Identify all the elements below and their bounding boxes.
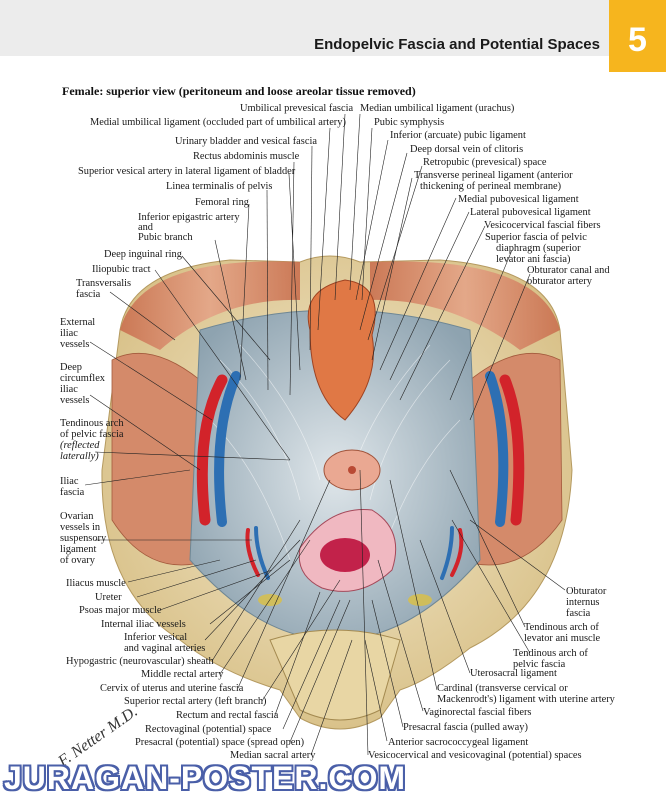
label-tendinous-arch-pelvic-3: (reflected <box>60 440 100 451</box>
label-tendinous-arch-pelvic-right-1: Tendinous arch of <box>513 648 588 659</box>
label-hypogastric-sheath: Hypogastric (neurovascular) sheath <box>66 656 214 667</box>
label-ovarian-vessels-4: ligament <box>60 544 97 555</box>
label-ovarian-vessels-5: of ovary <box>60 555 95 566</box>
label-ureter: Ureter <box>95 592 122 603</box>
label-medial-pubovesical-ligament: Medial pubovesical ligament <box>458 194 579 205</box>
left-external-iliac-vein <box>214 371 241 527</box>
label-psoas-major: Psoas major muscle <box>79 605 162 616</box>
label-inferior-epigastric-2: and <box>138 222 154 233</box>
label-obturator-internus-2: internus <box>566 597 600 608</box>
label-median-sacral-artery: Median sacral artery <box>230 750 316 761</box>
leader-lines <box>84 113 566 756</box>
right-external-iliac-artery <box>499 374 525 526</box>
label-rectovaginal-space: Rectovaginal (potential) space <box>145 724 272 735</box>
header-bar <box>0 0 609 56</box>
label-tendinous-arch-pelvic-1: Tendinous arch <box>60 418 124 429</box>
label-external-iliac-1: External <box>60 317 96 328</box>
label-presacral-space: Presacral (potential) space (spread open… <box>135 737 305 748</box>
label-transversalis-fascia-1: Transversalis <box>76 278 132 289</box>
label-tendinous-arch-levator-1: Tendinous arch of <box>524 622 599 633</box>
label-obturator-internus-3: fascia <box>566 608 591 619</box>
label-vesicocervical-fibers: Vesicocervical fascial fibers <box>484 220 601 231</box>
label-transverse-perineal-ligament-1: Transverse perineal ligament (anterior <box>414 170 573 181</box>
label-lateral-pubovesical-ligament: Lateral pubovesical ligament <box>470 207 591 218</box>
label-pubic-symphysis: Pubic symphysis <box>374 117 445 128</box>
label-obturator-canal-1: Obturator canal and <box>527 265 610 276</box>
label-superior-vesical-artery: Superior vesical artery in lateral ligam… <box>78 166 296 177</box>
label-iliacus-muscle: Iliacus muscle <box>66 578 126 589</box>
label-superior-fascia-2: diaphragm (superior <box>496 243 581 254</box>
label-deep-dorsal-vein: Deep dorsal vein of clitoris <box>410 144 524 155</box>
label-tendinous-arch-levator-2: levator ani muscle <box>524 633 601 644</box>
label-superior-rectal-artery: Superior rectal artery (left branch) <box>124 696 267 707</box>
label-cardinal-ligament-2: Mackenrodt's) ligament with uterine arte… <box>437 694 615 705</box>
label-inferior-epigastric-3: Pubic branch <box>138 232 193 243</box>
label-cervix-uterus: Cervix of uterus and uterine fascia <box>100 683 244 694</box>
label-medial-umbilical-ligament: Medial umbilical ligament (occluded part… <box>90 117 346 128</box>
label-iliac-fascia-2: fascia <box>60 487 85 498</box>
label-anterior-sacrococcygeal: Anterior sacrococcygeal ligament <box>388 737 529 748</box>
label-ovarian-vessels-3: suspensory <box>60 533 107 544</box>
label-ovarian-vessels-2: vessels in <box>60 522 101 533</box>
label-iliac-fascia-1: Iliac <box>60 476 79 487</box>
label-deep-circumflex-4: vessels <box>60 395 90 406</box>
page-title: Endopelvic Fascia and Potential Spaces <box>314 36 600 53</box>
label-linea-terminalis: Linea terminalis of pelvis <box>166 181 273 192</box>
label-tendinous-arch-pelvic-right-2: pelvic fascia <box>513 659 566 670</box>
label-deep-circumflex-3: iliac <box>60 384 78 395</box>
label-deep-circumflex-2: circumflex <box>60 373 106 384</box>
label-umbilical-prevesical-fascia: Umbilical prevesical fascia <box>240 103 354 114</box>
right-external-iliac-vein <box>485 371 509 527</box>
abdominal-wall <box>120 261 300 350</box>
label-superior-fascia-1: Superior fascia of pelvic <box>485 232 587 243</box>
label-deep-circumflex-1: Deep <box>60 362 82 373</box>
internal-vessels <box>245 526 464 580</box>
label-median-umbilical-ligament: Median umbilical ligament (urachus) <box>360 103 515 114</box>
label-external-iliac-2: iliac <box>60 328 78 339</box>
label-rectum-rectal-fascia: Rectum and rectal fascia <box>176 710 279 721</box>
figure-subtitle: Female: superior view (peritoneum and lo… <box>62 84 416 98</box>
label-obturator-canal-2: obturator artery <box>527 276 592 287</box>
label-transverse-perineal-ligament-2: thickening of perineal membrane) <box>420 181 562 192</box>
label-external-iliac-3: vessels <box>60 339 90 350</box>
label-urinary-bladder: Urinary bladder and vesical fascia <box>175 136 317 147</box>
label-tendinous-arch-pelvic-2: of pelvic fascia <box>60 429 124 440</box>
chapter-number-badge: 5 <box>609 0 666 72</box>
label-superior-fascia-3: levator ani fascia) <box>496 254 571 265</box>
label-deep-inguinal-ring: Deep inguinal ring <box>104 249 182 260</box>
label-iliopubic-tract: Iliopubic tract <box>92 264 151 275</box>
label-inferior-epigastric-1: Inferior epigastric artery <box>138 212 240 223</box>
label-rectus-abdominis: Rectus abdominis muscle <box>193 151 300 162</box>
label-uterosacral-ligament: Uterosacral ligament <box>470 668 557 679</box>
left-external-iliac-artery <box>196 374 228 526</box>
label-tendinous-arch-pelvic-4: laterally) <box>60 451 99 462</box>
label-vaginorectal-fibers: Vaginorectal fascial fibers <box>423 707 532 718</box>
label-vesicocervical-spaces: Vesicocervical and vesicovaginal (potent… <box>368 750 582 761</box>
label-inferior-arcuate-pubic-ligament: Inferior (arcuate) pubic ligament <box>390 130 526 141</box>
label-retropubic-space: Retropubic (prevesical) space <box>423 157 547 168</box>
label-ovarian-vessels-1: Ovarian <box>60 511 94 522</box>
label-transversalis-fascia-2: fascia <box>76 289 101 300</box>
label-internal-iliac-vessels: Internal iliac vessels <box>101 619 186 630</box>
label-inferior-vesical-2: and vaginal arteries <box>124 643 206 654</box>
watermark: JURAGAN-POSTER.COM <box>4 760 407 796</box>
abdominal-wall-right <box>370 261 560 350</box>
label-femoral-ring: Femoral ring <box>195 197 249 208</box>
label-middle-rectal-artery: Middle rectal artery <box>141 669 224 680</box>
label-cardinal-ligament-1: Cardinal (transverse cervical or <box>437 683 568 694</box>
label-obturator-internus-1: Obturator <box>566 586 607 597</box>
urinary-bladder <box>307 279 376 421</box>
label-presacral-fascia: Presacral fascia (pulled away) <box>403 722 528 733</box>
label-inferior-vesical-1: Inferior vesical <box>124 632 188 643</box>
